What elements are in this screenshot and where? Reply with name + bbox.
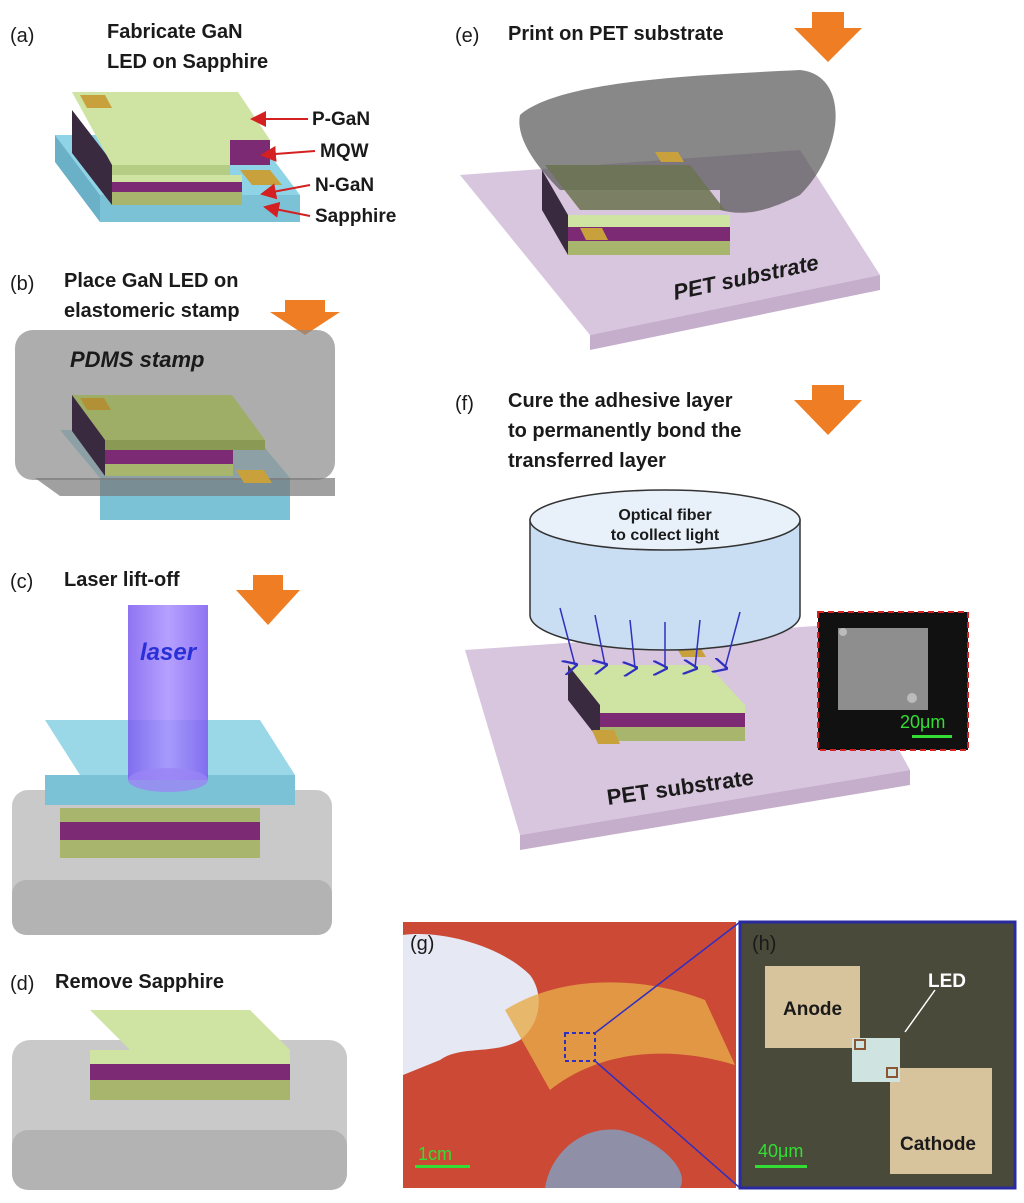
down-arrow-icon xyxy=(236,575,300,625)
stack-side xyxy=(72,110,112,205)
anode-pad xyxy=(765,966,860,1048)
down-arrow-icon xyxy=(794,385,862,435)
optical-fiber xyxy=(529,519,801,651)
panel-e-letter: (e) xyxy=(455,25,479,47)
panel-f: (f) Cure the adhesive layer to permanent… xyxy=(455,385,969,850)
panel-f-letter: (f) xyxy=(455,393,474,415)
led-chip xyxy=(852,1038,900,1082)
laser-beam xyxy=(128,605,208,780)
cathode-label: Cathode xyxy=(900,1134,976,1155)
zoom-box xyxy=(564,1032,596,1062)
panel-a-title-line2: LED on Sapphire xyxy=(107,51,268,73)
mqw-band xyxy=(112,182,242,192)
micro-scale-bar xyxy=(755,1165,807,1168)
micro-scale-label: 40μm xyxy=(758,1141,803,1161)
panel-e-title: Print on PET substrate xyxy=(508,23,724,45)
ngan-band xyxy=(112,192,242,205)
label-pgan: P-GaN xyxy=(312,109,370,130)
panel-b-title-line1: Place GaN LED on xyxy=(64,270,239,292)
photo-scale-label: 1cm xyxy=(418,1144,452,1164)
panel-d: (d) Remove Sapphire xyxy=(10,971,347,1190)
panel-a-letter: (a) xyxy=(10,25,34,47)
cathode-pad xyxy=(890,1068,992,1174)
down-arrow-icon xyxy=(794,12,862,62)
sapphire-side xyxy=(55,135,100,222)
panel-g-letter: (g) xyxy=(410,933,434,955)
photo-scale-bar xyxy=(415,1165,470,1168)
panel-e: (e) Print on PET substrate PET substrate xyxy=(455,12,880,350)
panel-h-letter: (h) xyxy=(752,933,776,955)
fiber-label-line1: Optical fiber xyxy=(618,507,711,524)
panel-a: (a) Fabricate GaN LED on Sapphire P-GaN … xyxy=(10,21,396,227)
panel-f-title-line1: Cure the adhesive layer xyxy=(508,390,733,412)
panel-c-letter: (c) xyxy=(10,571,33,593)
panel-b: (b) Place GaN LED on elastomeric stamp P… xyxy=(10,270,340,520)
panel-c-title: Laser lift-off xyxy=(64,569,180,591)
n-pad xyxy=(240,170,282,185)
pdms-stamp-label: PDMS stamp xyxy=(70,347,204,372)
light-arrows xyxy=(559,607,741,668)
pgan-top xyxy=(72,92,270,165)
flexible-sheet xyxy=(505,982,735,1090)
led-label: LED xyxy=(928,971,966,992)
panel-d-title: Remove Sapphire xyxy=(55,971,224,993)
laser-label: laser xyxy=(140,639,198,666)
panel-b-title-line2: elastomeric stamp xyxy=(64,300,240,322)
label-sapphire: Sapphire xyxy=(315,206,396,227)
panel-f-title-line3: transferred layer xyxy=(508,450,666,472)
panel-c: (c) Laser lift-off laser xyxy=(10,569,332,935)
fiber-label-line2: to collect light xyxy=(611,527,720,544)
label-ngan: N-GaN xyxy=(315,175,374,196)
panel-d-letter: (d) xyxy=(10,973,34,995)
glove-bottom xyxy=(545,1129,682,1188)
inset-scale-label: 20μm xyxy=(900,712,945,732)
panel-a-title-line1: Fabricate GaN xyxy=(107,21,243,43)
p-pad xyxy=(80,95,112,108)
glove-top xyxy=(403,934,539,1075)
panel-g: (g) 1cm xyxy=(403,921,741,1189)
panel-b-letter: (b) xyxy=(10,273,34,295)
inset-scale-bar xyxy=(912,735,952,738)
label-mqw: MQW xyxy=(320,141,369,162)
anode-label: Anode xyxy=(783,999,842,1020)
panel-h: (h) Anode Cathode LED 40μm xyxy=(738,920,1017,1190)
down-arrow-icon xyxy=(270,300,340,335)
panel-f-title-line2: to permanently bond the xyxy=(508,420,741,442)
